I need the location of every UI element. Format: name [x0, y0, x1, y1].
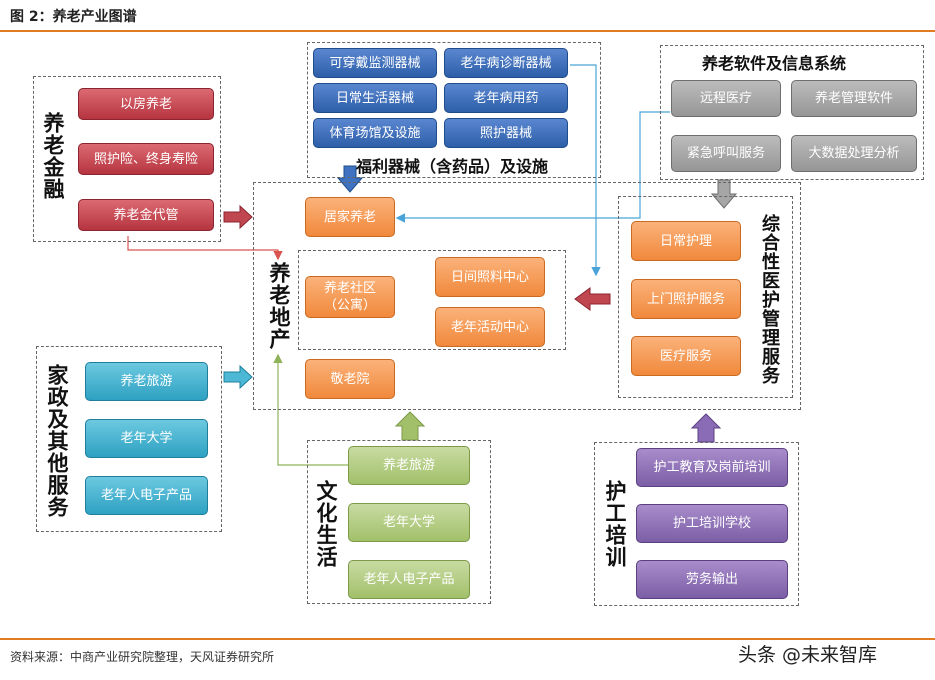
- household-item: 老年大学: [85, 419, 208, 458]
- equipment-panel: [307, 42, 601, 178]
- bottom-rule: [0, 638, 935, 640]
- arrow-equipment-to-realestate: [336, 165, 364, 193]
- finance-item: 养老金代管: [78, 199, 214, 231]
- arrow-medical-to-realestate: [574, 287, 611, 311]
- medical-item: 医疗服务: [631, 336, 741, 376]
- culture-item: 老年人电子产品: [348, 560, 470, 599]
- software-item: 大数据处理分析: [791, 135, 917, 172]
- nursing-home-box: 敬老院: [305, 359, 395, 399]
- equipment-item: 老年病用药: [444, 83, 568, 113]
- line-software-to-homecare: [395, 111, 670, 223]
- realestate-title: 养老地产: [267, 262, 291, 350]
- activity-center-box: 老年活动中心: [435, 307, 545, 347]
- watermark: 头条 @未来智库: [738, 644, 878, 666]
- top-rule: [0, 30, 935, 32]
- realestate-panel: [253, 182, 801, 410]
- software-item: 远程医疗: [671, 80, 781, 117]
- finance-item: 照护险、终身寿险: [78, 143, 214, 175]
- arrow-culture-to-realestate: [394, 411, 426, 441]
- home-care-box: 居家养老: [305, 197, 395, 237]
- training-item: 护工教育及岗前培训: [636, 448, 788, 487]
- training-item: 护工培训学校: [636, 504, 788, 543]
- household-item: 养老旅游: [85, 362, 208, 401]
- culture-title: 文化生活: [314, 480, 338, 568]
- community-label: 养老社区 （公寓）: [323, 281, 376, 313]
- arrow-finance-to-realestate: [223, 204, 253, 230]
- equipment-item: 体育场馆及设施: [313, 118, 437, 148]
- equipment-title: 福利器械（含药品）及设施: [356, 157, 549, 176]
- finance-panel: [33, 76, 221, 242]
- finance-item: 以房养老: [78, 88, 214, 120]
- equipment-item: 照护器械: [444, 118, 568, 148]
- medical-panel: [618, 196, 793, 398]
- community-subpanel: [298, 250, 566, 350]
- culture-panel: [307, 440, 491, 604]
- equipment-item: 日常生活器械: [313, 83, 437, 113]
- software-title: 养老软件及信息系统: [702, 54, 847, 73]
- household-title: 家政及其他服务: [45, 364, 69, 518]
- training-title: 护工培训: [603, 480, 627, 568]
- day-care-box: 日间照料中心: [435, 257, 545, 297]
- household-panel: [36, 346, 222, 532]
- training-item: 劳务输出: [636, 560, 788, 599]
- line-culture-to-realestate: [273, 353, 348, 466]
- medical-item: 上门照护服务: [631, 279, 741, 319]
- medical-item: 日常护理: [631, 221, 741, 261]
- software-item: 养老管理软件: [791, 80, 917, 117]
- community-box: 养老社区 （公寓）: [305, 276, 395, 318]
- household-item: 老年人电子产品: [85, 476, 208, 515]
- arrow-household-to-realestate: [223, 364, 253, 390]
- culture-item: 养老旅游: [348, 446, 470, 485]
- medical-title: 综合性医护管理服务: [759, 214, 780, 385]
- equipment-item: 老年病诊断器械: [444, 48, 568, 78]
- software-item: 紧急呼叫服务: [671, 135, 781, 172]
- figure-title: 图 2：养老产业图谱: [10, 9, 137, 25]
- equipment-item: 可穿戴监测器械: [313, 48, 437, 78]
- line-finance-to-realestate: [127, 236, 283, 261]
- source-note: 资料来源：中商产业研究院整理，天风证券研究所: [10, 650, 275, 664]
- finance-title: 养老金融: [41, 112, 65, 200]
- training-panel: [594, 442, 799, 606]
- software-panel: [660, 45, 924, 180]
- culture-item: 老年大学: [348, 503, 470, 542]
- arrow-training-to-medical: [690, 413, 722, 443]
- line-equipment-to-community: [570, 64, 601, 277]
